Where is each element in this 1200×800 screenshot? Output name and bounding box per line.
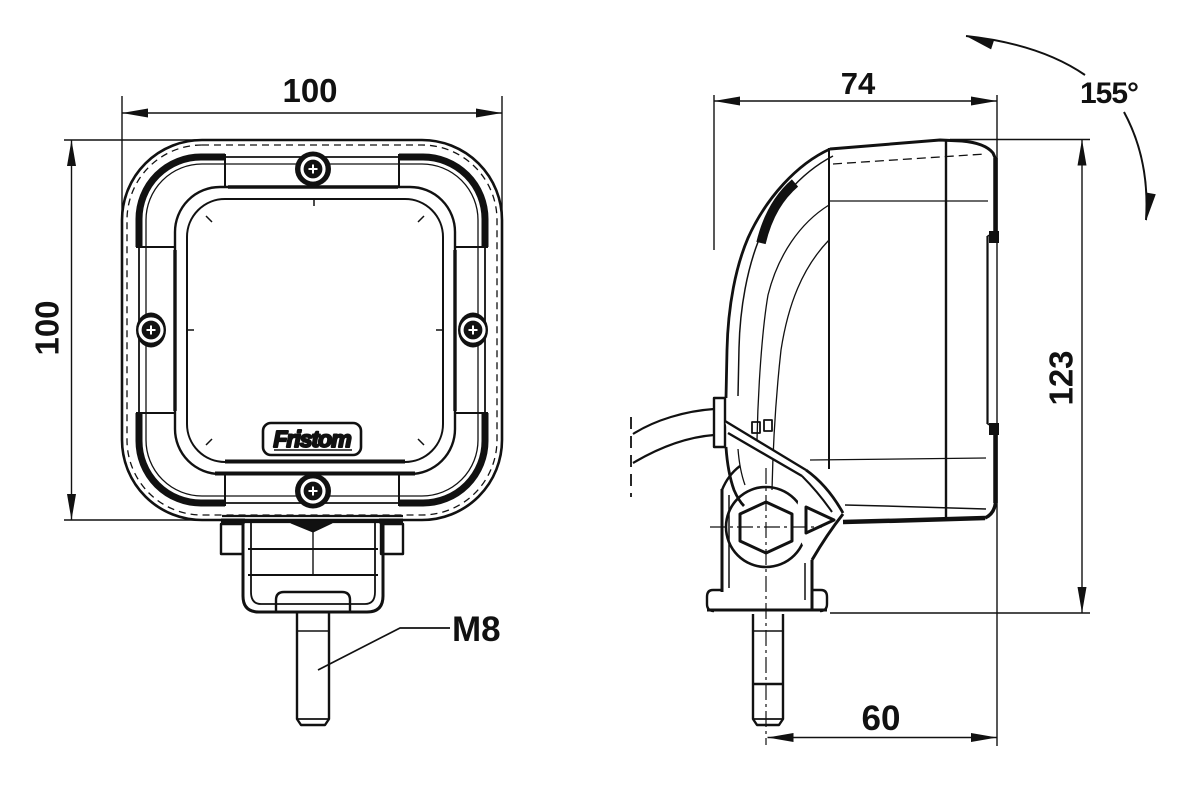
- svg-text:74: 74: [841, 66, 876, 101]
- svg-text:60: 60: [862, 699, 901, 738]
- svg-text:155°: 155°: [1080, 77, 1138, 110]
- svg-text:123: 123: [1043, 350, 1080, 405]
- svg-text:Fristom: Fristom: [273, 426, 351, 452]
- svg-text:M8: M8: [452, 610, 501, 649]
- svg-text:100: 100: [29, 300, 66, 355]
- svg-text:100: 100: [282, 72, 337, 109]
